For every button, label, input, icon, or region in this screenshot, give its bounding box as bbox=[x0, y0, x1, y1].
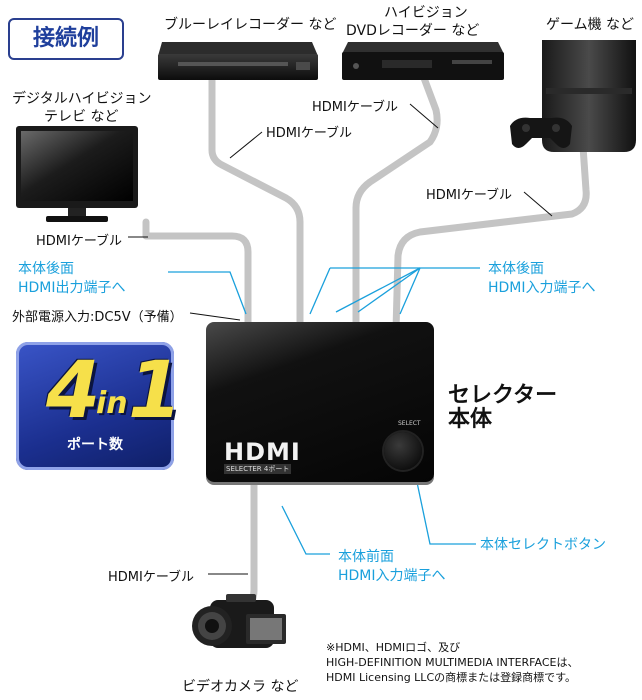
tv-label-1: デジタルハイビジョン bbox=[12, 91, 152, 107]
rear-input-callout-1: 本体後面 bbox=[488, 261, 544, 277]
cable-dvd bbox=[352, 74, 441, 334]
rear-output-callout-1: 本体後面 bbox=[18, 261, 74, 277]
power-input-label: 外部電源入力:DC5V（予備） bbox=[12, 310, 183, 325]
select-button-label: SELECT bbox=[398, 420, 421, 427]
selector-label-2: 本体 bbox=[448, 407, 493, 432]
bluray-label: ブルーレイレコーダー など bbox=[164, 17, 337, 33]
select-button-callout: 本体セレクトボタン bbox=[480, 537, 606, 553]
cable-label-game: HDMIケーブル bbox=[426, 188, 513, 203]
four-in-one-badge: 4 in 1 ポート数 bbox=[16, 342, 182, 470]
badge-number-4: 4 bbox=[46, 346, 101, 436]
dvd-label-1: ハイビジョン bbox=[384, 5, 468, 21]
selector-label-1: セレクター bbox=[448, 383, 558, 408]
dvd-label-2: DVDレコーダー など bbox=[346, 23, 480, 39]
hdmi-logo-sub: SELECTER 4ポート bbox=[224, 464, 292, 474]
front-input-callout-2: HDMI入力端子へ bbox=[338, 568, 446, 584]
game-console-image bbox=[510, 40, 636, 152]
tv-image bbox=[16, 126, 138, 222]
cable-tv bbox=[142, 218, 252, 334]
cable-label-camera: HDMIケーブル bbox=[108, 570, 195, 585]
cable-label-bluray: HDMIケーブル bbox=[266, 126, 353, 141]
hdmi-logo: HDMI bbox=[224, 438, 301, 466]
video-camera-image bbox=[192, 594, 286, 648]
page-title: 接続例 bbox=[8, 18, 124, 60]
badge-number-1: 1 bbox=[128, 346, 183, 436]
select-button[interactable] bbox=[384, 432, 422, 470]
game-label: ゲーム機 など bbox=[546, 17, 635, 33]
rear-input-callout-2: HDMI入力端子へ bbox=[488, 280, 596, 296]
cable-label-tv: HDMIケーブル bbox=[36, 234, 123, 249]
footnote-line-3: HDMI Licensing LLCの商標または登録商標です。 bbox=[326, 671, 577, 684]
selector-unit: HDMI SELECTER 4ポート SELECT bbox=[206, 322, 434, 482]
cable-game bbox=[392, 128, 590, 334]
trademark-footnote: ※HDMI、HDMIロゴ、及び HIGH-DEFINITION MULTIMED… bbox=[326, 640, 578, 685]
bluray-recorder-image bbox=[158, 42, 318, 80]
footnote-line-2: HIGH-DEFINITION MULTIMEDIA INTERFACEは、 bbox=[326, 656, 579, 669]
badge-in: in bbox=[96, 386, 128, 421]
badge-caption: ポート数 bbox=[67, 437, 123, 453]
dvd-recorder-image bbox=[342, 42, 504, 80]
rear-output-callout-2: HDMI出力端子へ bbox=[18, 280, 126, 296]
camera-label: ビデオカメラ など bbox=[182, 679, 299, 695]
cable-label-dvd: HDMIケーブル bbox=[312, 100, 399, 115]
cable-bluray bbox=[208, 74, 304, 334]
footnote-line-1: ※HDMI、HDMIロゴ、及び bbox=[326, 641, 461, 654]
front-input-callout-1: 本体前面 bbox=[338, 549, 394, 565]
tv-label-2: テレビ など bbox=[44, 109, 119, 125]
